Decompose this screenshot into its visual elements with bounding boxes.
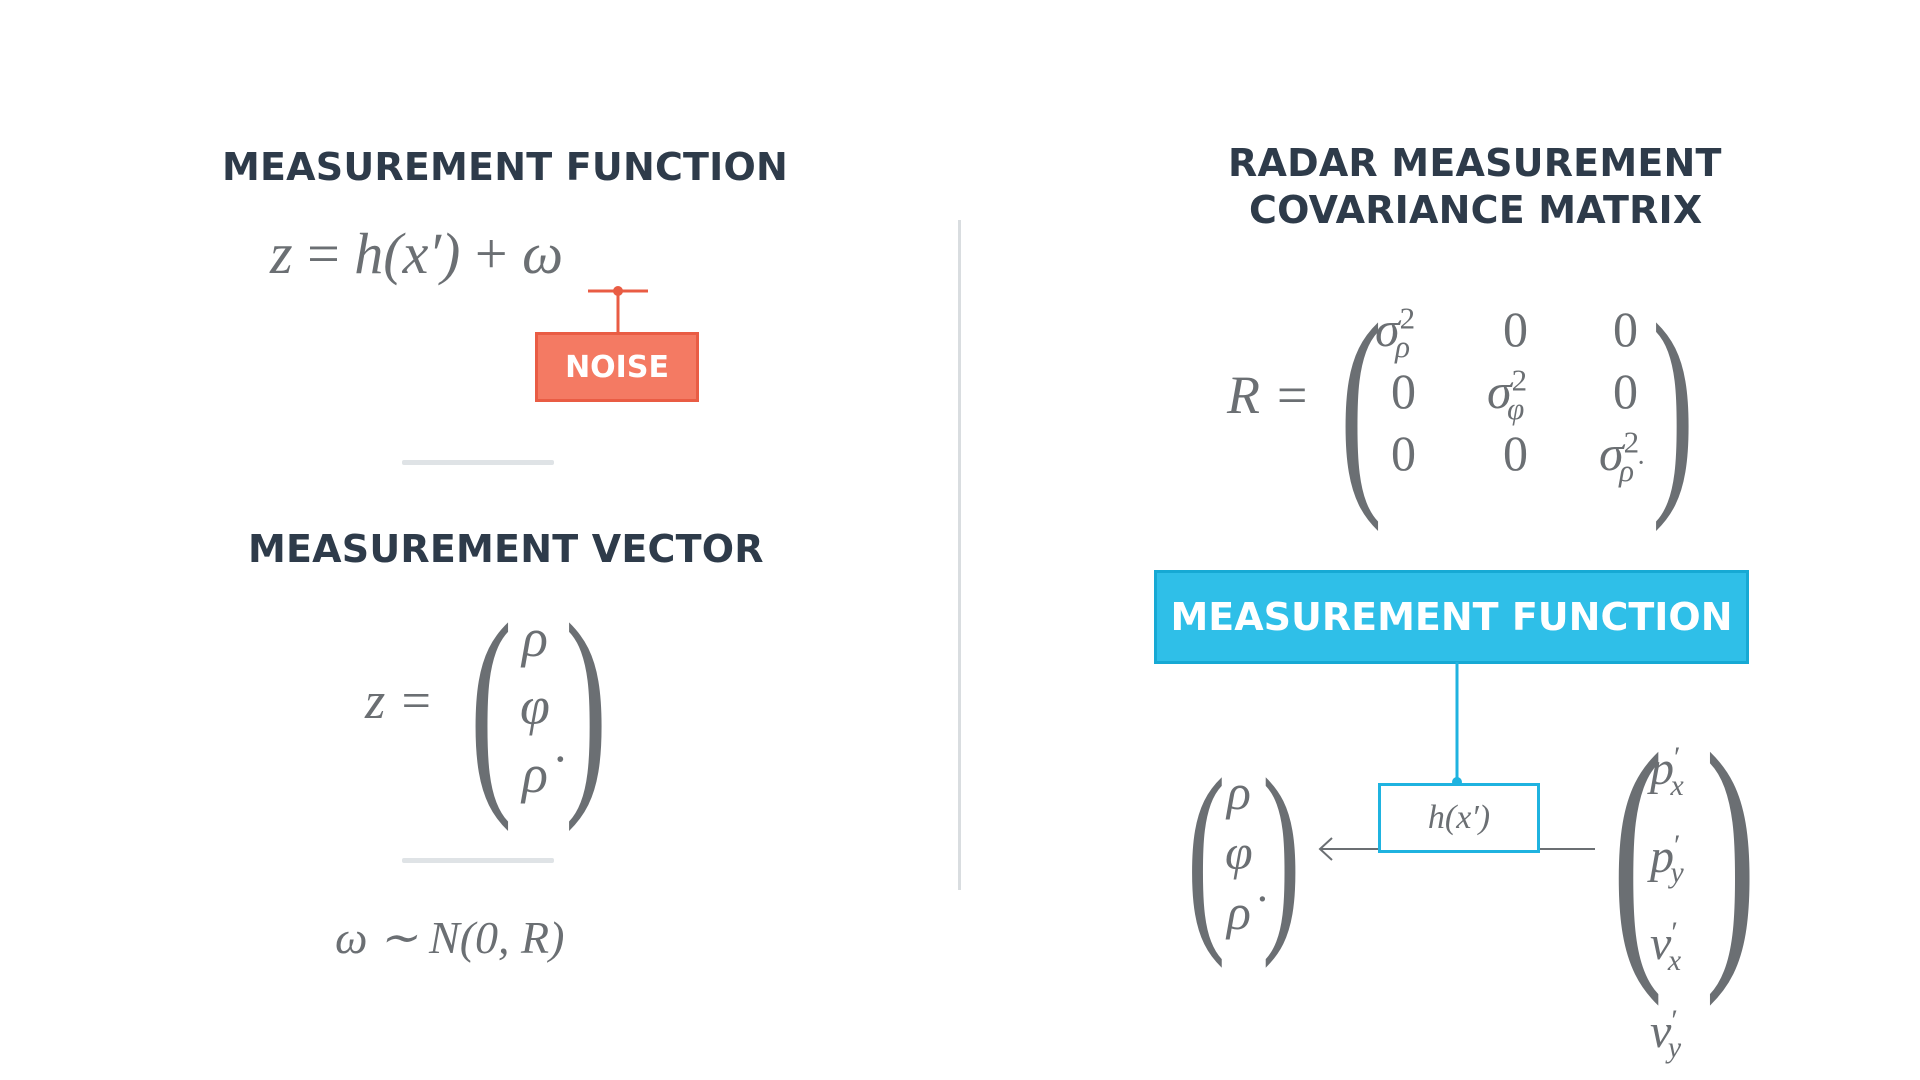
noise-connector [588, 286, 648, 336]
vector-left-paren: ( [470, 577, 513, 832]
matrix-cell: 0 [1391, 363, 1416, 419]
output-left-paren: ( [1187, 737, 1226, 969]
matrix-cell-sigma-rho-dot: σ2ρ̇ [1599, 424, 1640, 488]
vector-entry-phi: φ [520, 676, 550, 736]
matrix-right-paren: ) [1652, 277, 1695, 532]
matrix-left-paren: ( [1340, 277, 1383, 532]
matrix-lhs: R = [1227, 365, 1310, 425]
output-vector-entries: ρ φ ρ̇ [1225, 762, 1253, 942]
measurement-vector-heading: MEASUREMENT VECTOR [248, 527, 764, 571]
matrix-cell: 0 [1503, 425, 1528, 481]
eq-arg: (x′) [383, 221, 461, 286]
output-entry-rho-dot: ρ̇ [1226, 884, 1251, 940]
vector-entry-rho: ρ [521, 608, 548, 668]
separator-top [402, 460, 554, 465]
vector-entries: ρ φ ρ̇ [520, 604, 550, 808]
matrix-cell: 0 [1391, 425, 1416, 481]
matrix-row: σ2ρ 0 0 [1375, 300, 1705, 364]
output-right-paren: ) [1262, 737, 1301, 969]
eq-h: h [354, 221, 384, 286]
measurement-function-box: MEASUREMENT FUNCTION [1154, 570, 1749, 664]
matrix-cell-sigma-phi: σ2φ [1487, 362, 1528, 426]
input-right-paren: ) [1705, 696, 1757, 1007]
input-entry: v′x [1650, 916, 1682, 977]
output-entry-rho: ρ [1226, 764, 1251, 820]
measurement-vector-lhs: z = [365, 673, 434, 730]
matrix-row: 0 0 σ2ρ̇ [1375, 424, 1705, 488]
vector-entry-rho-dot: ρ̇ [521, 744, 548, 804]
matrix-row: 0 σ2φ 0 [1375, 362, 1705, 426]
separator-bottom [402, 858, 554, 863]
input-entry: v′y [1650, 1003, 1682, 1065]
noise-distribution: ω ∼ N(0, R) [335, 912, 565, 963]
matrix-cell: 0 [1503, 301, 1528, 357]
eq-equals: = [307, 221, 340, 286]
measurement-function-box-label: MEASUREMENT FUNCTION [1170, 595, 1733, 639]
input-entry: p′y [1650, 828, 1684, 890]
input-left-paren: ( [1612, 696, 1664, 1007]
vector-right-paren: ) [565, 577, 608, 832]
column-divider [958, 220, 961, 890]
matrix-cell: 0 [1613, 301, 1638, 357]
eq-omega: ω [522, 221, 564, 286]
input-vector-entries: p′x p′y v′x v′y [1650, 728, 1684, 1078]
noise-label: NOISE [565, 349, 669, 385]
covariance-heading-line2: COVARIANCE MATRIX [1249, 188, 1703, 232]
matrix-cell: 0 [1613, 363, 1638, 419]
input-entry: p′x [1650, 741, 1684, 802]
covariance-heading-line1: RADAR MEASUREMENT [1228, 141, 1722, 185]
measurement-function-heading: MEASUREMENT FUNCTION [222, 145, 789, 189]
output-entry-phi: φ [1225, 824, 1253, 880]
noise-label-box: NOISE [535, 332, 699, 402]
eq-plus: + [474, 221, 508, 286]
measurement-function-equation: z = h(x′) + ω [270, 220, 563, 287]
eq-lhs: z [270, 221, 293, 286]
matrix-cell-sigma-rho: σ2ρ [1375, 300, 1416, 364]
h-function-box: h(x′) [1378, 783, 1540, 853]
h-function-label: h(x′) [1427, 799, 1491, 836]
